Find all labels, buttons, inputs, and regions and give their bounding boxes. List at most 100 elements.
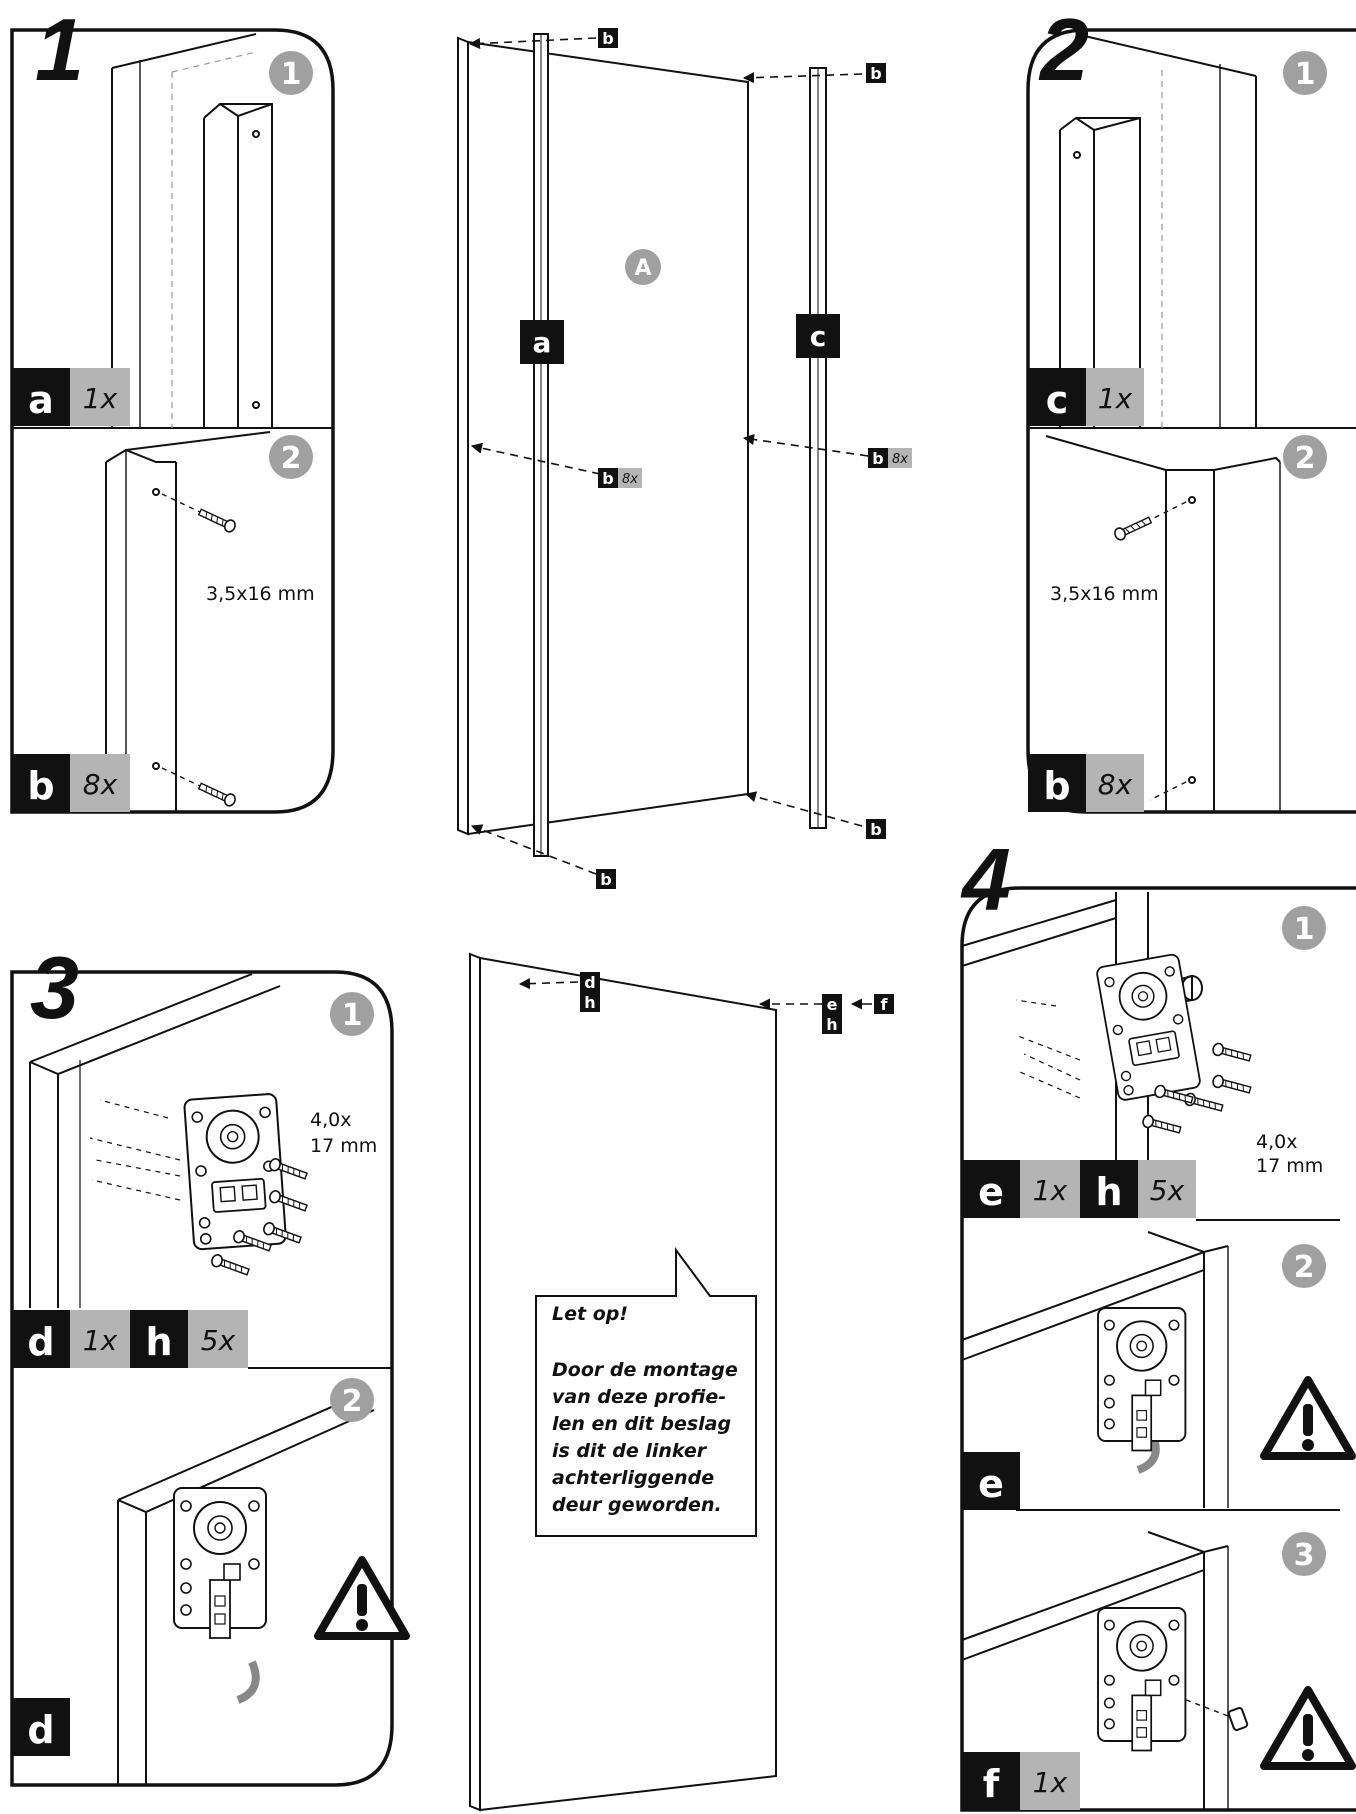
note-bubble <box>535 1246 757 1537</box>
step-2-sub1-circle <box>1283 51 1327 95</box>
profile-a-label: a <box>533 326 552 359</box>
step-4-qty-e: 1x <box>1033 1174 1068 1207</box>
step-1-part-a: a <box>28 378 54 422</box>
step-4-sub2-num: 2 <box>1294 1250 1315 1285</box>
step-1-qty-a: 1x <box>83 382 118 415</box>
panel-a-outline <box>467 40 749 836</box>
step-3-sub2-num: 2 <box>342 1384 363 1419</box>
warning-triangle-icon <box>1264 1380 1352 1456</box>
note-line: achterliggende <box>552 1467 714 1489</box>
step-3-sub1-num: 1 <box>342 998 363 1033</box>
screw-tag-b: b <box>602 469 613 488</box>
step-2-sub2-drawing <box>1045 435 1281 812</box>
step-4-number: 4 <box>960 830 1011 929</box>
step-3-sub2-circle <box>330 1378 374 1422</box>
step-4-sub3-num: 3 <box>1294 1538 1315 1573</box>
step-3-sub1-drawing <box>29 973 281 1308</box>
profile-c-label: c <box>810 320 827 353</box>
top-center-assembly: A a c b b b 8x b 8x b b <box>457 28 912 889</box>
step-3-spec-1: 4,0x <box>310 1109 351 1131</box>
step-1-spec: 3,5x16 mm <box>206 583 315 605</box>
step-1-sub2-circle <box>269 435 313 479</box>
step-4-part-e2: e <box>978 1462 1004 1506</box>
step-3-part-d: d <box>27 1320 54 1364</box>
step-4: 4 1 4,0x 17 mm e 1x h 5x <box>960 830 1356 1812</box>
screw-tag-b: b <box>872 449 883 468</box>
note-line: len en dit beslag <box>552 1413 731 1435</box>
step-4-part-e: e <box>978 1170 1004 1214</box>
step-1: 1 1 a 1x <box>10 0 335 814</box>
step-1-qty-b: 8x <box>83 768 118 801</box>
screw-tag-b: b <box>870 820 881 839</box>
note-line: is dit de linker <box>552 1440 708 1462</box>
step-3-sub1-circle <box>330 992 374 1036</box>
step-1-number: 1 <box>35 0 84 99</box>
step-1-sub2-num: 2 <box>281 441 302 476</box>
screw-tag-group: b b b 8x b 8x b b <box>596 28 912 889</box>
screw-tag-b: b <box>870 64 881 83</box>
step-4-part-f: f <box>983 1762 1000 1806</box>
note-line: deur geworden. <box>552 1494 722 1516</box>
step-2-sub2-num: 2 <box>1295 441 1316 476</box>
step-4-qty-f: 1x <box>1033 1766 1068 1799</box>
step-3-qty-h: 5x <box>201 1324 236 1357</box>
tag-h2: h <box>826 1015 837 1034</box>
tag-h: h <box>584 993 595 1012</box>
step-3-frame <box>10 970 394 1787</box>
warning-triangle-icon <box>1264 1690 1352 1766</box>
step-4-qty-h: 5x <box>1150 1174 1185 1207</box>
step-1-sub2-drawing <box>105 431 271 812</box>
note-line: van deze profie- <box>552 1386 726 1408</box>
screw-icon <box>196 779 238 809</box>
step-2-part-c: c <box>1046 378 1069 422</box>
step-4-sub3-circle <box>1282 1532 1326 1576</box>
step-4-sub1-num: 1 <box>1294 912 1315 947</box>
step-1-part-b: b <box>27 764 54 808</box>
step-2-sub1-num: 1 <box>1295 57 1316 92</box>
step-4-sub1-circle <box>1282 906 1326 950</box>
fitting-plate-icon <box>1097 1307 1187 1452</box>
screw-tag-b: b <box>600 870 611 889</box>
step-4-sub2-drawing <box>961 1231 1229 1508</box>
step-3-sub2-drawing <box>117 1391 375 1785</box>
step-4-spec-1: 4,0x <box>1256 1131 1297 1153</box>
fitting-plate-icon <box>173 1487 267 1639</box>
step-2-spec: 3,5x16 mm <box>1050 583 1159 605</box>
step-1-sub1-circle <box>269 51 313 95</box>
step-1-sub1-drawing <box>111 33 273 428</box>
panel-a-circle <box>625 249 661 285</box>
step-3-spec-2: 17 mm <box>310 1135 377 1157</box>
tag-e: e <box>827 995 838 1014</box>
screw-icon <box>209 1252 251 1279</box>
step-1-frame <box>10 28 335 814</box>
step-4-sub2-circle <box>1282 1244 1326 1288</box>
step-2-qty-c: 1x <box>1098 382 1133 415</box>
step-3-part-h: h <box>145 1320 172 1364</box>
step-3-number: 3 <box>30 938 79 1037</box>
step-3: 3 1 4,0x 17 mm d 1x h 5x <box>10 938 406 1787</box>
tag-f: f <box>881 995 889 1014</box>
screw-icon <box>1210 1041 1253 1065</box>
step-3-qty-d: 1x <box>83 1324 118 1357</box>
step-4-sub3-drawing <box>961 1531 1249 1810</box>
bottom-center-panel: d h e h f Let op! Door de montage van de… <box>469 952 894 1812</box>
step-2-number: 2 <box>1038 0 1089 99</box>
fitting-plate-icon <box>1095 952 1202 1102</box>
screw-icon <box>1112 513 1154 543</box>
step-2-part-b: b <box>1043 764 1070 808</box>
step-4-part-h: h <box>1095 1170 1122 1214</box>
screw-icon <box>196 505 238 535</box>
step-3-part-d2: d <box>27 1708 54 1752</box>
step-2-sub2-circle <box>1283 435 1327 479</box>
screw-qty: 8x <box>622 472 638 487</box>
screw-qty: 8x <box>892 452 908 467</box>
step-2: 2 1 c 1x 2 <box>1026 0 1356 814</box>
note-title: Let op! <box>552 1303 628 1325</box>
screw-icon <box>1210 1073 1253 1097</box>
step-2-qty-b: 8x <box>1098 768 1133 801</box>
panel-a-label: A <box>634 256 651 281</box>
tag-d: d <box>584 973 595 992</box>
step-4-spec-2: 17 mm <box>1256 1155 1323 1177</box>
screw-tag-b: b <box>602 29 613 48</box>
step-1-sub1-num: 1 <box>281 57 302 92</box>
